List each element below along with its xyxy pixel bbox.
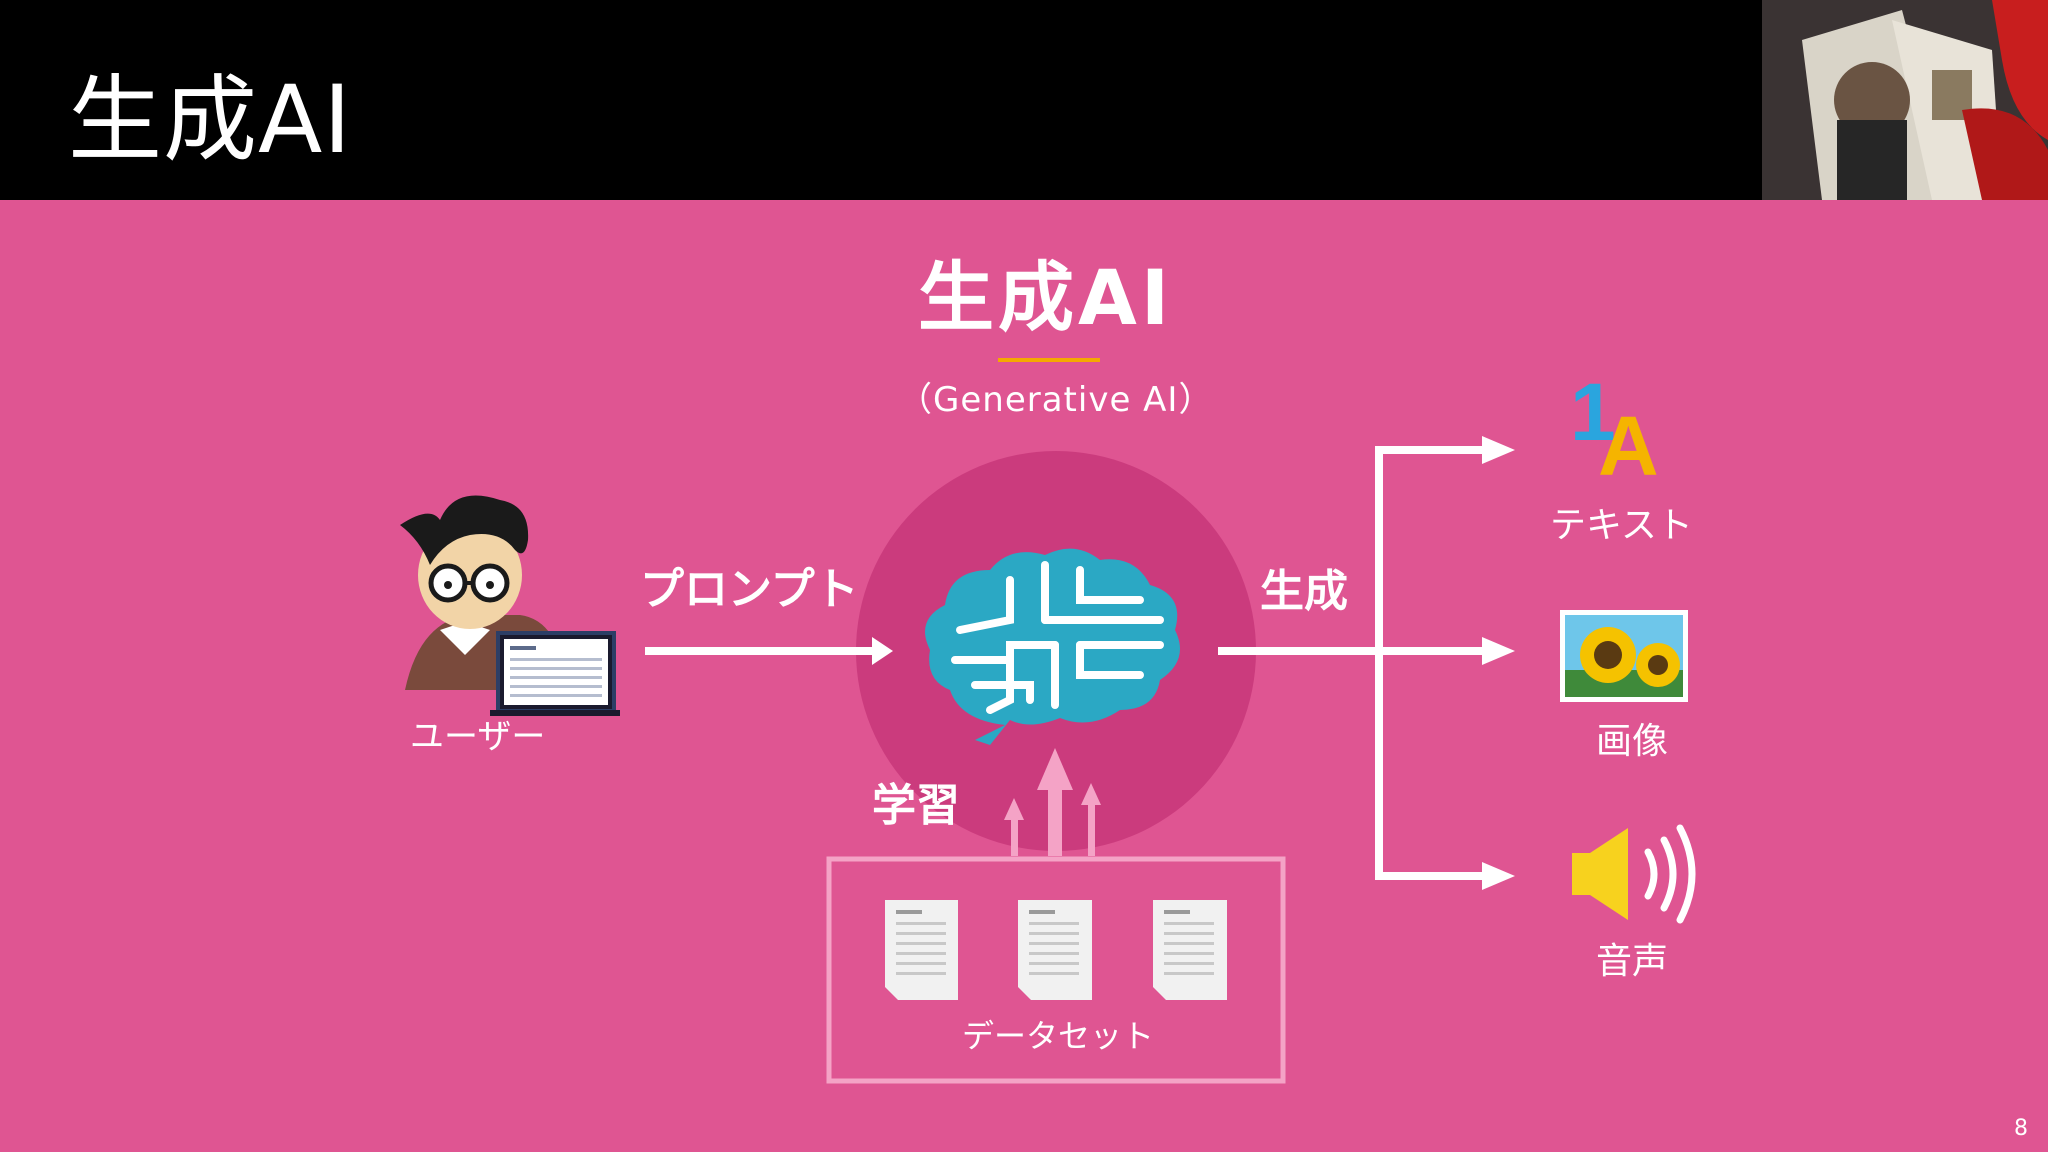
diagram-graphics (400, 358, 1696, 1084)
dataset-box (826, 856, 1286, 1084)
dataset-label: データセット (962, 1017, 1155, 1055)
prompt-label: プロンプト (640, 564, 859, 615)
output-label-audio: 音声 (1596, 941, 1669, 982)
prompt-arrow (645, 637, 893, 665)
text-icon: 1 A (1568, 372, 1678, 492)
slide: 生成AI （Generative AI） ユーザー プロンプト 生成 学習 デー… (0, 200, 2048, 1152)
document-icons (885, 900, 1227, 1000)
text-icon-number: 1 (1570, 367, 1616, 458)
laptop-icon (490, 631, 620, 716)
generate-arrows (1218, 436, 1515, 890)
sunflower-image-icon (1560, 610, 1688, 702)
document-icon-2 (1018, 900, 1092, 1000)
page-number: 8 (2014, 1116, 2028, 1141)
slide-heading: 生成AI (918, 253, 1174, 342)
learning-arrows (1004, 748, 1101, 856)
document-icon-1 (885, 900, 958, 1000)
webcam-video-thumbnail (1762, 0, 2048, 200)
learning-label: 学習 (872, 780, 960, 831)
user-label: ユーザー (410, 717, 546, 757)
output-label-text: テキスト (1550, 505, 1693, 546)
page-title: 生成AI (68, 66, 353, 175)
brain-icon (925, 548, 1180, 745)
output-label-image: 画像 (1596, 721, 1669, 762)
text-icon-letter: A (1598, 399, 1659, 493)
heading-underline (998, 358, 1100, 362)
generate-label: 生成 (1260, 566, 1348, 617)
document-icon-3 (1153, 900, 1227, 1000)
speaker-icon (1572, 824, 1696, 924)
title-bar: 生成AI (0, 0, 2048, 200)
slide-subheading: （Generative AI） (898, 380, 1214, 420)
